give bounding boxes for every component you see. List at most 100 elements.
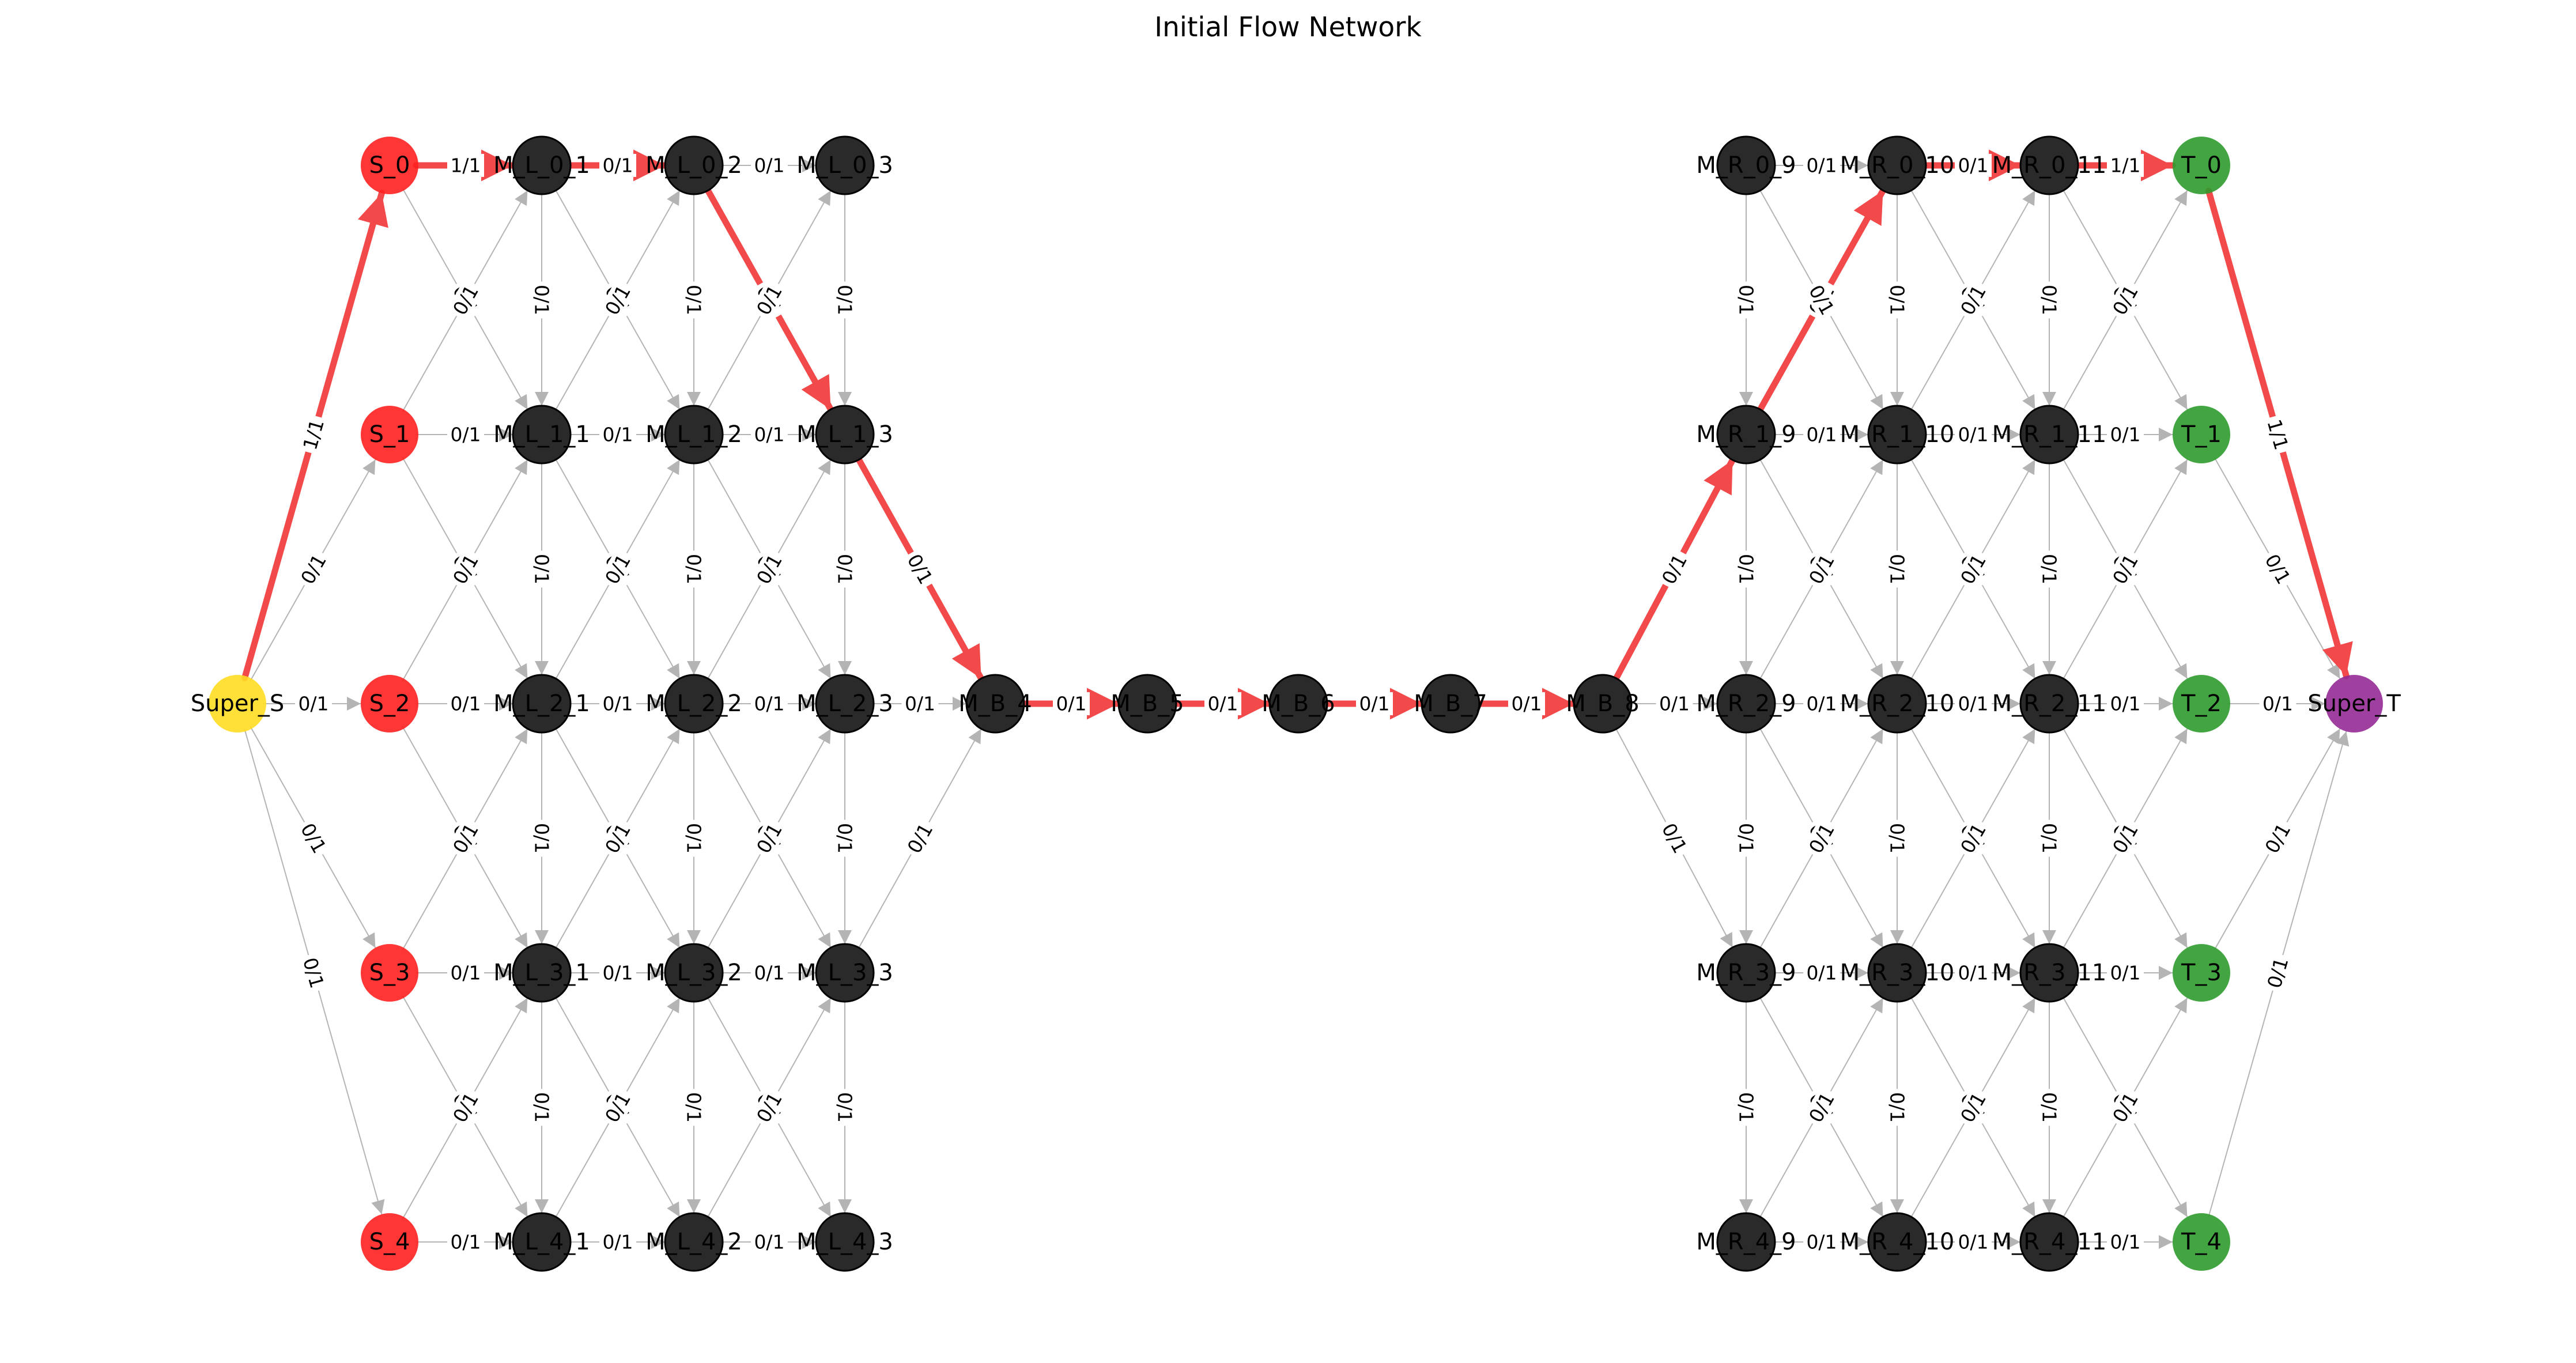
edge-label: 0/1 bbox=[2110, 1231, 2140, 1253]
node-label: T_1 bbox=[2181, 421, 2222, 448]
edge-label: 0/1 bbox=[1735, 285, 1758, 315]
edge-label: 0/1 bbox=[1735, 554, 1758, 584]
edge-label: 0/1 bbox=[531, 823, 553, 854]
edge-label-background bbox=[1802, 278, 1841, 322]
middle-node bbox=[664, 674, 724, 734]
node-label: M_R_0_9 bbox=[1696, 152, 1796, 179]
edge-label: 0/1 bbox=[683, 285, 705, 315]
node-label: M_L_2_1 bbox=[493, 690, 590, 717]
sink-node bbox=[2173, 137, 2230, 194]
edge-label-background bbox=[447, 692, 484, 715]
node-label: M_L_1_3 bbox=[796, 421, 893, 448]
node-label: M_R_3_10 bbox=[1840, 960, 1955, 986]
edge-label-background bbox=[2261, 952, 2294, 994]
node-label: M_R_1_9 bbox=[1696, 421, 1796, 448]
edge-label-background bbox=[901, 692, 939, 715]
edge-label-background bbox=[901, 547, 939, 591]
edge-label-background bbox=[447, 961, 484, 984]
middle-node bbox=[1867, 405, 1927, 465]
edge-label: 0/1 bbox=[602, 1231, 633, 1253]
node-label: M_B_8 bbox=[1566, 690, 1639, 717]
edge-label: 0/1 bbox=[1806, 154, 1837, 177]
middle-node bbox=[2019, 674, 2079, 734]
edge-label: 0/1 bbox=[754, 424, 784, 446]
edge-label-background bbox=[1803, 1230, 1840, 1253]
source-node bbox=[361, 137, 418, 194]
middle-node bbox=[664, 135, 724, 195]
edge-label-background bbox=[682, 281, 705, 319]
node-label: M_B_4 bbox=[958, 690, 1032, 717]
node-label: M_R_0_10 bbox=[1840, 152, 1955, 179]
edge-label-background bbox=[833, 550, 856, 588]
edge-label: 0/1 bbox=[450, 962, 481, 984]
edge-label-background bbox=[1204, 692, 1241, 715]
edge-label: 0/1 bbox=[1886, 554, 1909, 584]
edge-label-background bbox=[599, 692, 636, 715]
edge-label-background bbox=[447, 154, 484, 177]
node-label: T_2 bbox=[2181, 690, 2222, 717]
edge-label: 0/1 bbox=[1359, 693, 1389, 715]
node-label: S_3 bbox=[369, 960, 410, 986]
edge-label: 0/1 bbox=[834, 1092, 856, 1123]
edge-label-background bbox=[1053, 692, 1090, 715]
node-label: M_B_5 bbox=[1111, 690, 1184, 717]
edge-label: 0/1 bbox=[2110, 962, 2140, 984]
node-label: S_4 bbox=[369, 1229, 410, 1255]
middle-node bbox=[664, 1212, 724, 1272]
edge-label-background bbox=[2106, 278, 2145, 322]
edge-label-background bbox=[2107, 1230, 2144, 1253]
node-label: M_L_1_1 bbox=[493, 421, 590, 448]
middle-node bbox=[1716, 674, 1776, 734]
edge-label: 0/1 bbox=[1511, 693, 1542, 715]
edge-label-background bbox=[446, 278, 485, 322]
edge-label: 0/1 bbox=[602, 154, 633, 177]
middle-node bbox=[664, 405, 724, 465]
source-node bbox=[361, 944, 418, 1002]
edge-label: 0/1 bbox=[1806, 1231, 1837, 1253]
edge-label-background bbox=[2258, 816, 2297, 860]
edge-label-background bbox=[1803, 154, 1840, 177]
edge-label: 0/1 bbox=[298, 693, 328, 715]
edge-label-background bbox=[2038, 820, 2061, 857]
edge-label: 0/1 bbox=[754, 693, 784, 715]
edge-label-background bbox=[2106, 1085, 2145, 1130]
edge-label-background bbox=[1886, 550, 1909, 588]
edge-label-background bbox=[1954, 547, 1993, 591]
node-label: M_R_4_10 bbox=[1840, 1229, 1955, 1255]
node-label: T_3 bbox=[2181, 960, 2222, 986]
edge-label-background bbox=[682, 550, 705, 588]
edge-label: 0/1 bbox=[1958, 693, 1988, 715]
source-node bbox=[361, 1213, 418, 1271]
sink-node bbox=[2173, 1213, 2230, 1271]
middle-node bbox=[512, 135, 572, 195]
edge-label-background bbox=[598, 1085, 637, 1130]
figure-title: Initial Flow Network bbox=[1154, 12, 1422, 43]
edge-label-background bbox=[750, 278, 789, 322]
sink-node bbox=[2173, 944, 2230, 1002]
edge-label: 0/1 bbox=[683, 1092, 705, 1123]
edge-label-background bbox=[750, 1085, 789, 1130]
edge-label-background bbox=[2106, 816, 2145, 860]
middle-node bbox=[2019, 943, 2079, 1003]
edge-label-background bbox=[294, 547, 333, 591]
edge-label-background bbox=[599, 961, 636, 984]
node-label: M_L_2_2 bbox=[645, 690, 742, 717]
edge-label: 0/1 bbox=[834, 823, 856, 854]
node-label: M_L_2_3 bbox=[796, 690, 893, 717]
edge-label: 0/1 bbox=[754, 1231, 784, 1253]
node-label: S_0 bbox=[369, 152, 410, 179]
edge-label: 0/1 bbox=[2110, 424, 2140, 446]
edge-label: 0/1 bbox=[1806, 962, 1837, 984]
edge-label-background bbox=[599, 154, 636, 177]
edge-label-background bbox=[901, 816, 939, 860]
edge-label-background bbox=[530, 550, 553, 588]
edge-label: 1/1 bbox=[450, 154, 481, 177]
middle-node bbox=[1117, 674, 1177, 734]
edge-label: 0/1 bbox=[450, 693, 481, 715]
edge-label: 0/1 bbox=[1659, 693, 1690, 715]
edge-label-background bbox=[297, 952, 330, 994]
edge-label-background bbox=[833, 820, 856, 857]
node-label: M_L_0_3 bbox=[796, 152, 893, 179]
edge-label: 0/1 bbox=[602, 424, 633, 446]
